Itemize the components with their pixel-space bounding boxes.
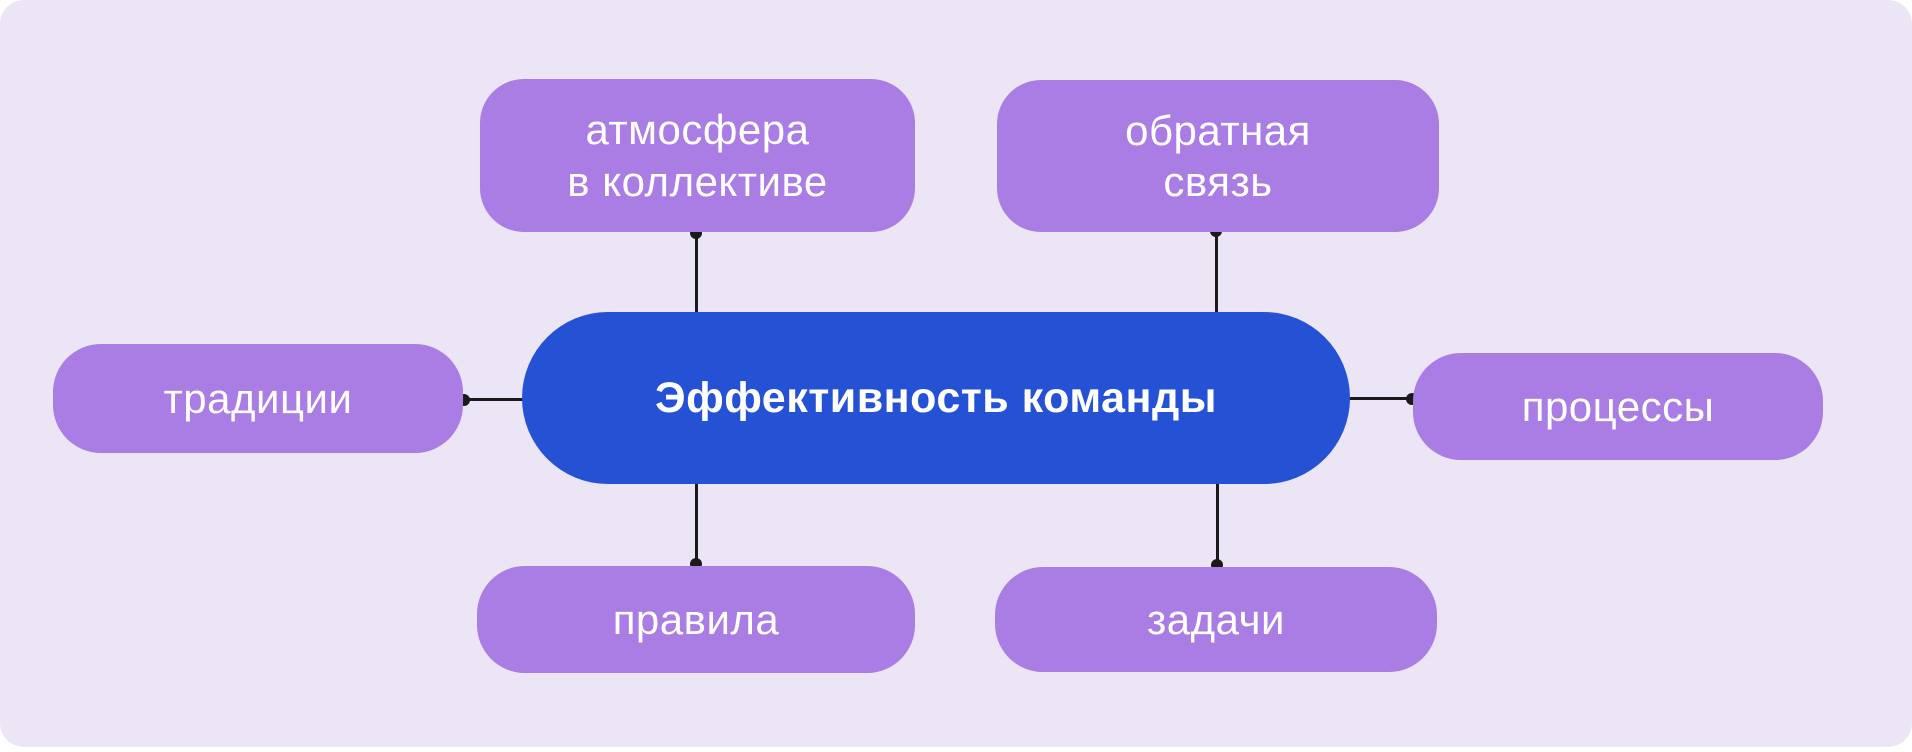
connector-line-left: [463, 398, 548, 401]
connector-line-top-left: [695, 232, 698, 314]
node-processes[interactable]: процессы: [1413, 353, 1823, 460]
node-team-effectiveness-label: Эффективность команды: [655, 373, 1217, 422]
node-tasks[interactable]: задачи: [995, 567, 1437, 672]
node-traditions[interactable]: традиции: [53, 344, 463, 453]
node-atmosphere-label: атмосфера в коллективе: [567, 106, 828, 205]
node-atmosphere[interactable]: атмосфера в коллективе: [480, 79, 915, 232]
node-rules[interactable]: правила: [477, 566, 915, 673]
node-rules-label: правила: [612, 595, 780, 643]
node-tasks-label: задачи: [1147, 595, 1285, 643]
connector-line-right: [1332, 397, 1414, 400]
connector-line-bottom-left: [695, 482, 698, 566]
node-team-effectiveness[interactable]: Эффективность команды: [522, 312, 1350, 484]
node-feedback-label: обратная связь: [1125, 106, 1311, 205]
node-processes-label: процессы: [1521, 382, 1715, 430]
connector-line-top-right: [1215, 230, 1218, 314]
node-feedback[interactable]: обратная связь: [997, 80, 1439, 232]
connector-line-bottom-right: [1216, 482, 1219, 567]
node-traditions-label: традиции: [163, 374, 353, 422]
